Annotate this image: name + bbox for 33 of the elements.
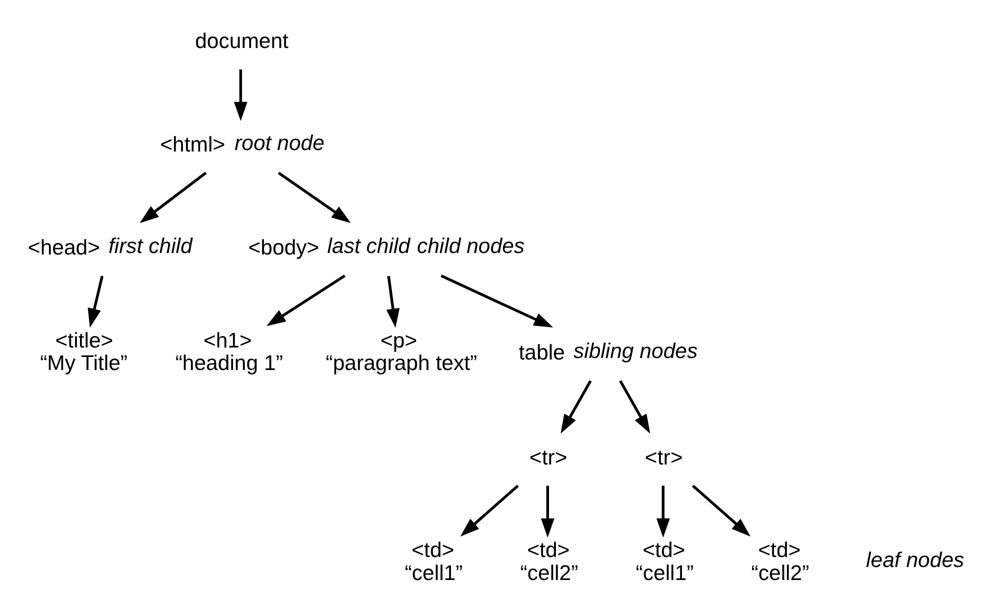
arrow: [233, 69, 247, 122]
node-text: table: [518, 340, 564, 365]
node-text: document: [194, 28, 288, 53]
node-text: <head>: [27, 236, 100, 260]
node-text: <tr>: [644, 445, 682, 470]
node-label: root node: [234, 130, 324, 155]
label: leaf nodes: [866, 548, 964, 572]
node-label: first child: [108, 234, 192, 258]
node-text: <td> “cell2”: [520, 538, 578, 585]
node-text: <title> “My Title”: [40, 328, 127, 376]
arrow: [460, 484, 518, 537]
arrow: [266, 274, 345, 326]
node-text: <body>: [248, 236, 319, 260]
node-label: sibling nodes: [572, 339, 698, 364]
arrow: [87, 276, 104, 328]
arrow: [656, 486, 670, 538]
node-label: child nodes: [416, 234, 524, 258]
node-text: <html>: [160, 132, 225, 156]
arrow: [540, 486, 554, 538]
node-text: <h1> “heading 1”: [174, 328, 282, 376]
node-text: <td> “cell1”: [635, 538, 694, 585]
node-text: <td> “cell2”: [750, 538, 809, 585]
arrow: [139, 172, 206, 224]
arrow: [691, 484, 750, 537]
arrow: [277, 172, 350, 223]
node-text: <td> “cell1”: [404, 538, 462, 585]
node-text: <p> “paragraph text”: [325, 328, 477, 376]
arrow: [440, 274, 553, 328]
arrow: [618, 380, 650, 434]
arrow: [560, 380, 592, 434]
node-label: last child: [326, 234, 410, 258]
arrow: [386, 276, 400, 328]
node-text: <tr>: [528, 445, 567, 470]
